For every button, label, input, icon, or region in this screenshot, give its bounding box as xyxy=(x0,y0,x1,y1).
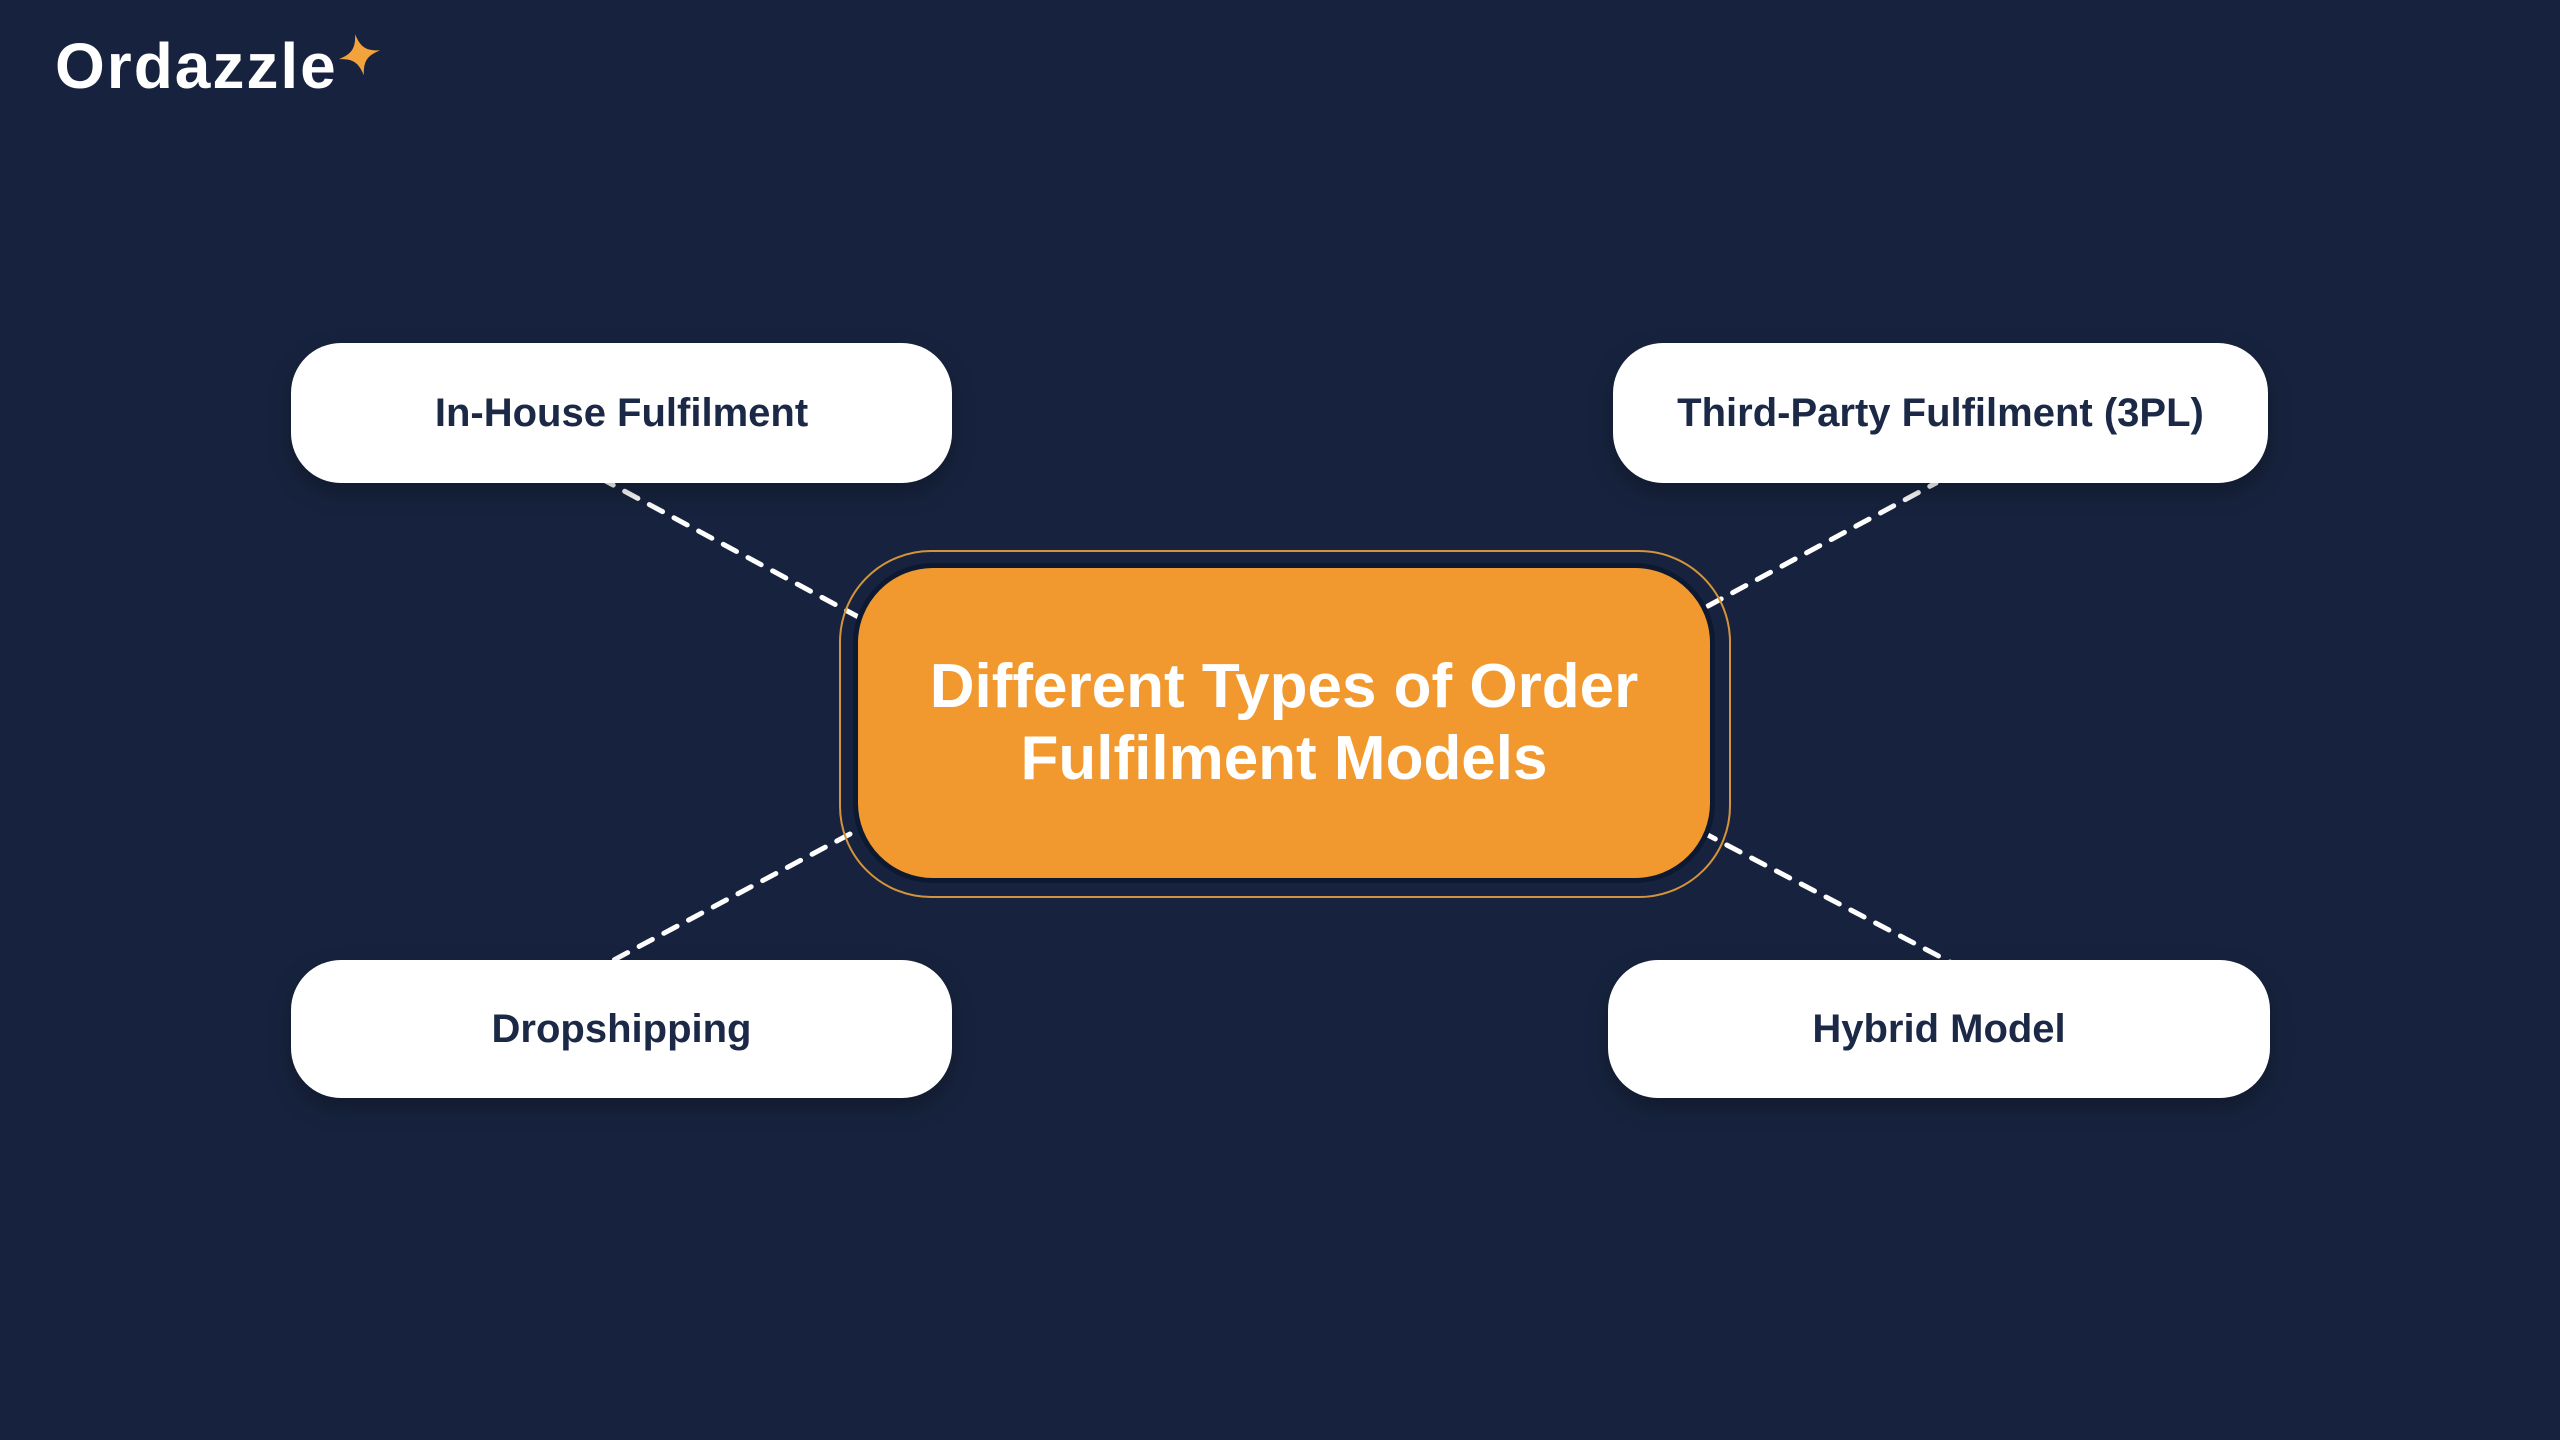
connector-center-to-thirdparty xyxy=(1705,480,1939,609)
node-label: Third-Party Fulfilment (3PL) xyxy=(1677,390,2204,435)
sparkle-star-icon xyxy=(332,18,382,76)
node-label: In-House Fulfilment xyxy=(434,390,809,435)
connector-center-to-hybrid xyxy=(1699,829,1953,965)
connector-inhouse-to-center xyxy=(597,475,867,623)
node-hybrid-model: Hybrid Model xyxy=(1608,960,2270,1098)
center-title-line-1: Different Types of Order xyxy=(929,652,1639,722)
center-title-line-2: Fulfilment Models xyxy=(1020,724,1548,793)
center-node-outline: Different Types of Order Fulfilment Mode… xyxy=(839,550,1731,898)
node-in-house-fulfilment: In-House Fulfilment xyxy=(291,343,952,483)
brand-logo: Ordazzle xyxy=(55,30,380,102)
center-node: Different Types of Order Fulfilment Mode… xyxy=(853,563,1715,883)
brand-logo-text: Ordazzle xyxy=(55,30,338,102)
node-third-party-fulfilment: Third-Party Fulfilment (3PL) xyxy=(1613,343,2268,483)
node-label: Dropshipping xyxy=(491,1006,752,1051)
node-dropshipping: Dropshipping xyxy=(291,960,952,1098)
connector-center-to-dropshipping xyxy=(607,831,853,965)
node-label: Hybrid Model xyxy=(1812,1006,2066,1051)
